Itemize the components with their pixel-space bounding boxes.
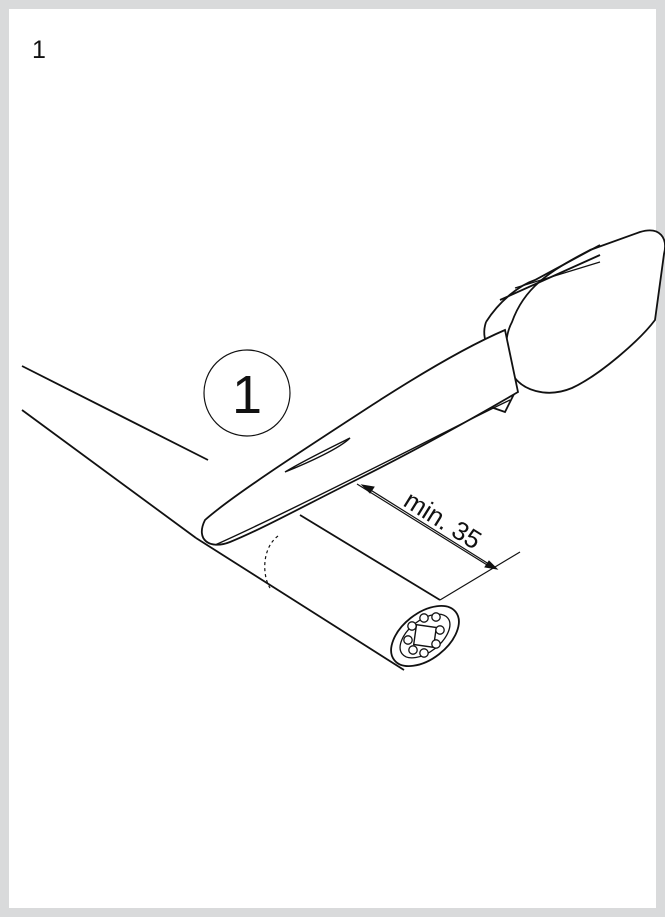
cable-outer-sheath xyxy=(21,365,209,539)
dimension-label: min. 35 xyxy=(399,485,487,556)
cable-section xyxy=(195,514,441,671)
knife xyxy=(200,229,665,546)
cable-end xyxy=(390,605,460,667)
knife-handle xyxy=(505,229,665,394)
step-number: 1 xyxy=(232,365,262,425)
step-callout: 1 xyxy=(203,349,291,437)
page-number: 1 xyxy=(32,36,46,64)
dimension-annotation: min. 35 xyxy=(356,483,521,601)
knife-blade xyxy=(200,328,520,546)
